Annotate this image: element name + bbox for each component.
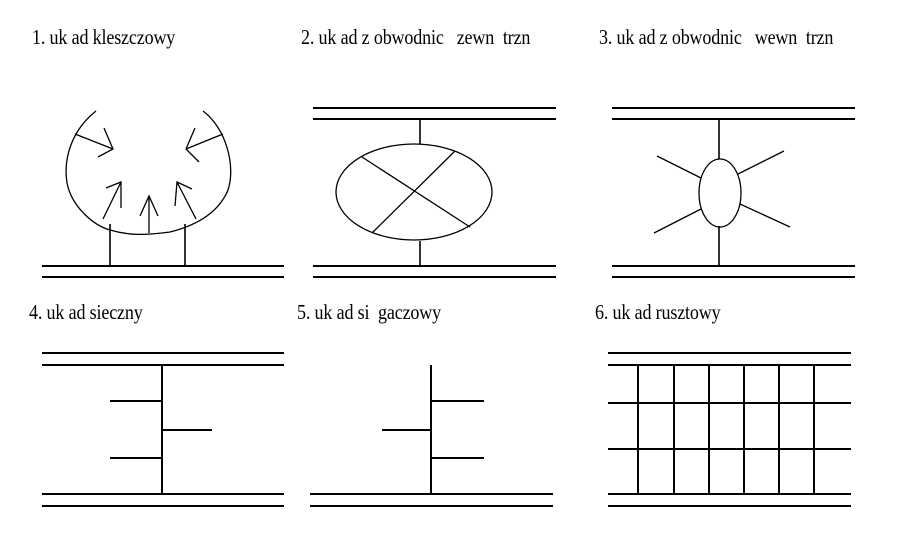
ring-road-ellipse	[698, 158, 742, 228]
ring-road-arc	[65, 110, 232, 236]
arrow-icon	[139, 194, 159, 233]
main-road	[42, 265, 284, 278]
arrow-icon	[102, 181, 122, 220]
top-road	[608, 352, 851, 366]
bottom-road	[608, 493, 851, 507]
bottom-road	[313, 265, 556, 278]
radial-road	[739, 203, 791, 228]
panel-1-pincer-diagram	[42, 110, 284, 278]
ring-road-ellipse	[335, 143, 493, 241]
radial-road	[737, 150, 785, 175]
panel-4-title: 4. uk ad sieczny	[29, 300, 143, 324]
top-road	[612, 107, 855, 120]
panel-2-outer-ring-diagram	[313, 107, 556, 278]
cross-road	[371, 150, 456, 234]
bottom-road	[42, 493, 284, 507]
top-road	[313, 107, 556, 120]
panel-4-secant-diagram	[42, 352, 284, 507]
arrow-icon	[74, 127, 114, 158]
panel-5-reaching-diagram	[310, 365, 553, 507]
radial-road	[653, 208, 702, 234]
arrow-icon	[174, 181, 197, 220]
bottom-road	[612, 265, 855, 278]
panel-6-grid-diagram	[608, 352, 851, 507]
arrow-icon	[185, 127, 224, 163]
panel-6-title: 6. uk ad rusztowy	[595, 300, 721, 324]
panel-3-title: 3. uk ad z obwodnic wewn trzn	[599, 25, 834, 49]
top-road	[42, 352, 284, 366]
grid-horizontal-streets	[608, 402, 851, 450]
panel-2-title: 2. uk ad z obwodnic zewn trzn	[301, 25, 531, 49]
radial-road	[656, 155, 702, 179]
panel-1-title: 1. uk ad kleszczowy	[32, 25, 176, 49]
grid-vertical-streets	[637, 365, 815, 494]
panel-3-inner-ring-diagram	[612, 107, 855, 278]
cross-road	[361, 156, 471, 228]
bottom-road	[310, 493, 553, 507]
panel-5-title: 5. uk ad si gaczowy	[297, 300, 442, 324]
